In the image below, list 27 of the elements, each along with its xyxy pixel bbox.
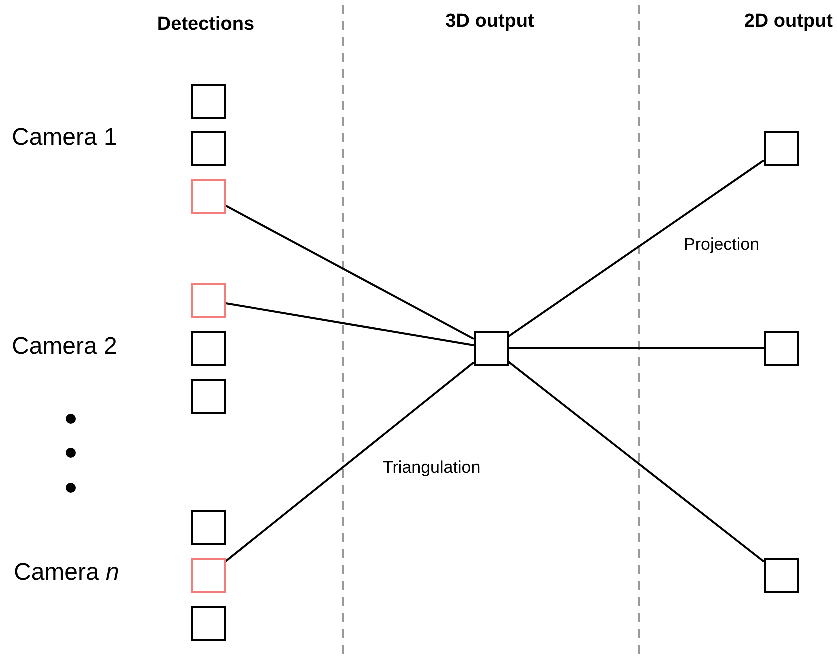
stage-label: Triangulation [383, 458, 481, 478]
detection-box [191, 131, 226, 166]
stage-label: Projection [684, 235, 760, 255]
detection-box [764, 558, 799, 593]
connector-line [226, 205, 474, 340]
matched-detection-box [191, 558, 226, 593]
detection-box [764, 331, 799, 366]
detection-box [764, 131, 799, 166]
camera-label: Camera 1 [12, 124, 118, 152]
detection-box [191, 379, 226, 414]
detection-box [474, 331, 509, 366]
detection-box [191, 331, 226, 366]
connector-line [225, 362, 475, 562]
connector-line [226, 302, 474, 347]
detection-box [191, 510, 226, 545]
column-heading: 2D output [744, 11, 833, 33]
connector-line [508, 361, 765, 563]
camera-label: Camera 2 [12, 333, 118, 361]
connector-line [508, 160, 765, 338]
matched-detection-box [191, 179, 226, 214]
matched-detection-box [191, 283, 226, 318]
detection-box [191, 84, 226, 119]
camera-label: Camera n [14, 559, 120, 587]
detection-box [191, 606, 226, 641]
connector-line [509, 348, 764, 350]
column-heading: Detections [157, 14, 255, 36]
column-heading: 3D output [446, 11, 534, 33]
